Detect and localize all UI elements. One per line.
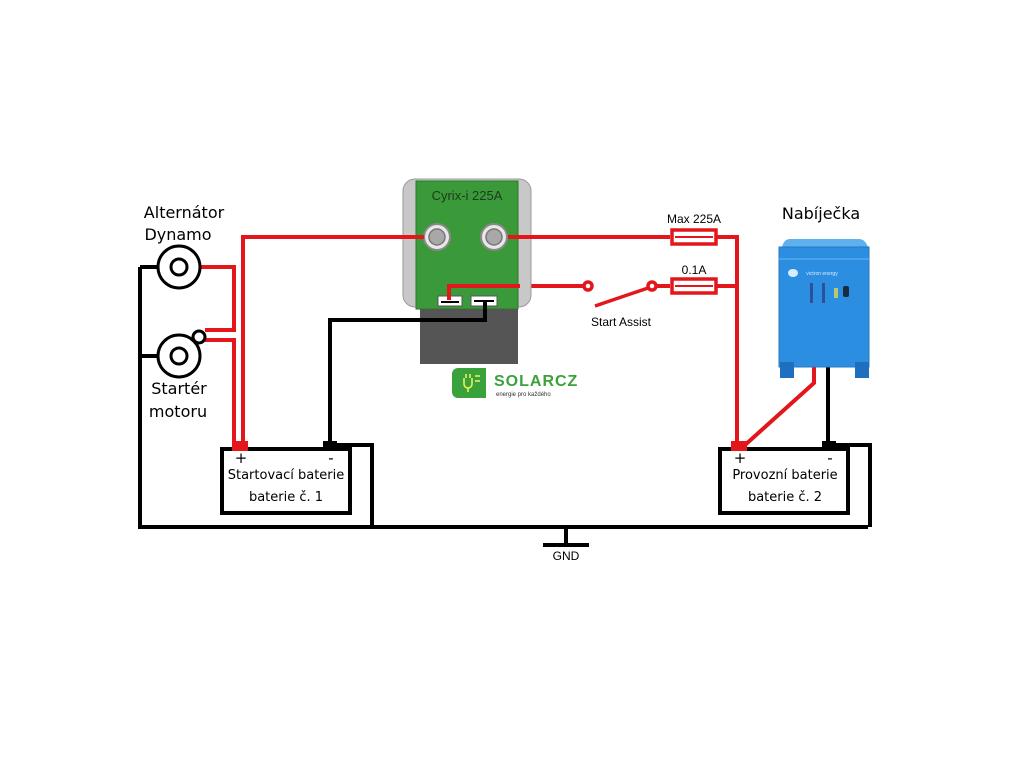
starter-motor-icon [156, 329, 207, 379]
battery-1 [220, 441, 352, 515]
relay-label: Cyrix-i 225A [432, 188, 503, 203]
fuse-main [670, 228, 718, 246]
battery1-plus-terminal [232, 441, 248, 451]
battery1-minus-terminal [323, 441, 337, 450]
charger-top [782, 239, 868, 247]
logo-badge [452, 368, 486, 398]
alternator-icon [156, 244, 202, 290]
starter-positive-wire [205, 338, 236, 445]
battery2-minus-terminal [822, 441, 836, 450]
victron-charger [778, 239, 870, 378]
charger-led-bar-2 [822, 283, 825, 303]
ground-rail-left [138, 267, 868, 529]
battery2-plus-terminal [731, 441, 747, 451]
battery1-line2: baterie č. 1 [249, 490, 323, 505]
relay-terminal-right [480, 223, 508, 251]
battery1-plus-label: + [235, 449, 248, 467]
battery1-line1: Startovací baterie [228, 468, 345, 483]
alternator-positive-wire [200, 265, 236, 332]
start-assist-label: Start Assist [591, 315, 652, 329]
fuse-to-battery2-wire [716, 235, 739, 445]
battery2-line1: Provozní baterie [732, 468, 837, 483]
charger-knob [843, 286, 849, 297]
victron-logo-icon [788, 269, 798, 277]
battery2-minus-label: - [827, 449, 832, 467]
battery1-negative-wire [330, 443, 374, 527]
battery1-minus-label: - [328, 449, 333, 467]
fuse-small-label: 0.1A [682, 263, 707, 277]
battery2-plus-label: + [734, 449, 747, 467]
relay-terminal-left [423, 223, 451, 251]
logo-tagline: energie pro každého [496, 392, 551, 398]
relay-base [420, 309, 518, 364]
switch-lever [594, 286, 649, 308]
fuse-main-label: Max 225A [667, 212, 721, 226]
alternator-label: Alternátor [144, 203, 225, 222]
battery2-negative-wire [828, 443, 872, 527]
charger-body [778, 246, 870, 368]
start-assist-switch [582, 280, 658, 308]
plug-icon [463, 374, 480, 392]
charger-foot-right [855, 362, 869, 378]
switch-contact-left [582, 280, 594, 292]
switch-contact-right [646, 280, 658, 292]
gnd-label: GND [553, 549, 580, 563]
cyrix-relay [402, 178, 532, 364]
charger-positive-wire [743, 362, 816, 447]
motor-label: motoru [149, 402, 207, 421]
battery1-to-relay-wire [241, 235, 425, 445]
relay-wire-overlays [400, 235, 535, 322]
battery-2 [718, 441, 850, 515]
logo-name: SOLARCZ [494, 373, 578, 390]
battery2-line2: baterie č. 2 [748, 490, 822, 505]
fuse-small [670, 277, 718, 295]
solarcz-logo [452, 368, 486, 398]
charger-label: Nabíječka [782, 204, 860, 223]
charger-status-leds [834, 288, 838, 298]
charger-foot-left [780, 362, 794, 378]
dynamo-label: Dynamo [144, 225, 211, 244]
charger-brand: victron energy [806, 271, 838, 277]
charger-led-bar-1 [810, 283, 813, 303]
starter-label: Startér [151, 379, 207, 398]
